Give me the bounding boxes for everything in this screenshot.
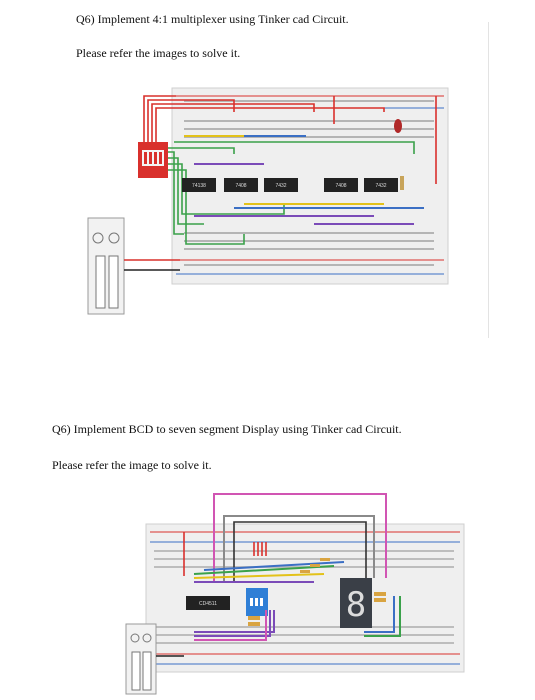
display-digit: 8 [346,585,366,625]
ic-label: 7432 [375,183,386,189]
ic-chip [264,178,298,192]
question-1-heading: Q6) Implement 4:1 multiplexer using Tink… [76,12,349,26]
battery-icon[interactable] [87,217,125,315]
green-wire [193,565,335,575]
blue-wire [203,561,345,571]
black-wire [233,521,367,582]
led-icon [394,119,402,133]
breadboard-holes [184,100,434,266]
ic-label: CD4511 [199,601,217,607]
ic-chip [224,178,258,192]
ic-label: 7408 [235,183,246,189]
ic-label: 7408 [335,183,346,189]
red-wires [143,95,437,184]
magenta-wire [213,493,387,582]
yellow-wire [193,573,325,579]
resistor [400,176,404,190]
bcd-seven-segment-figure: CD4511 8 [125,493,465,695]
question-2-instruction: Please refer the image to solve it. [52,458,212,472]
ic-chip [182,178,216,192]
resistors [248,558,386,626]
bottom-wires [194,596,401,641]
dip-switch-icon[interactable] [246,588,268,616]
ic-label: 74138 [192,183,206,189]
ic-chip [364,178,398,192]
multiplexer-circuit-figure: 74138 7408 7432 7408 7432 [87,87,449,315]
question-1-instruction: Please refer the images to solve it. [76,46,241,60]
red-wires [183,532,267,576]
green-wires [168,141,415,245]
ic-label: 7432 [275,183,286,189]
dip-switch-icon[interactable] [138,142,168,178]
ic-chip [186,596,230,610]
question-2-heading: Q6) Implement BCD to seven segment Displ… [52,422,402,436]
ic-chip [324,178,358,192]
gray-wire [223,515,375,582]
page-divider [488,22,489,338]
battery-icon[interactable] [125,623,157,695]
seven-segment-icon: 8 [340,578,372,628]
ic-chips [182,178,398,192]
